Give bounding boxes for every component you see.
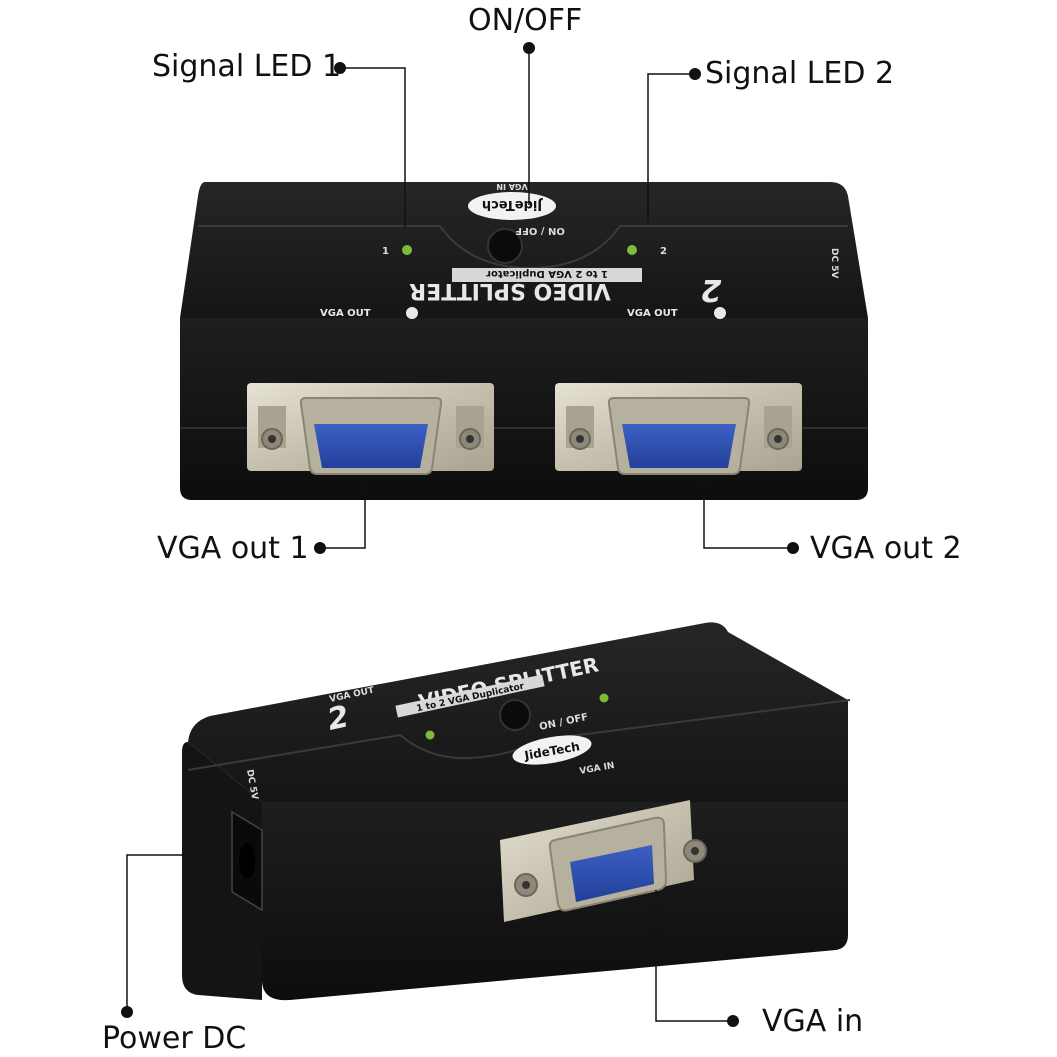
subtitle-band [452, 268, 642, 282]
subtitle-band-angled [395, 674, 545, 718]
led-1-print: 1 [382, 246, 389, 257]
vga-in-label: VGA in [762, 1004, 864, 1039]
signal-led-2-angled [425, 730, 435, 740]
port-count-print: 2 [701, 272, 722, 307]
power-dc-label: Power DC [102, 1021, 247, 1056]
signal-led-2 [627, 245, 637, 255]
power-dc-jack[interactable] [231, 810, 263, 912]
leader-lines [126, 48, 791, 1022]
brand-logo-text: JideTech [482, 197, 543, 212]
subtitle-print: 1 to 2 VGA Duplicator [486, 268, 608, 279]
signal-led-2-label: Signal LED 2 [705, 56, 895, 91]
vga-out-1-print: VGA OUT [320, 308, 371, 319]
vga-out-1-port[interactable] [247, 383, 494, 475]
splitter-front-view: JideTech VGA IN ON / OFF 1 2 VIDEO SPLIT… [180, 182, 868, 500]
leader-dots [121, 42, 799, 1027]
power-button-angled[interactable] [499, 699, 531, 731]
vga-in-port[interactable] [500, 800, 707, 922]
signal-led-1-angled [599, 693, 609, 703]
vga-out-2-label: VGA out 2 [810, 531, 962, 566]
vga-out-2-print: VGA OUT [627, 308, 678, 319]
dc-print-top: DC 5V [829, 248, 839, 278]
bottom-device-side-face [182, 742, 262, 1000]
power-button[interactable] [487, 228, 523, 264]
vga-out-2-port[interactable] [555, 383, 802, 475]
on-off-print-top: ON / OFF [515, 225, 565, 236]
top-device-top-face [180, 182, 868, 318]
video-splitter-print: VIDEO SPLITTER [409, 278, 611, 303]
vga-in-print-top: VGA IN [496, 182, 527, 191]
vga-out-2-number-dot [714, 307, 726, 319]
brand-logo [468, 192, 556, 220]
brand-logo-angled [512, 735, 592, 765]
vga-out-1-number-dot [406, 307, 418, 319]
signal-led-1 [402, 245, 412, 255]
signal-led-1-label: Signal LED 1 [152, 49, 342, 84]
splitter-angled-view: DC 5V VIDEO SPLITTER 2 1 to 2 VGA Duplic… [182, 622, 851, 1001]
vga-out-1-label: VGA out 1 [157, 531, 309, 566]
led-2-print: 2 [660, 246, 667, 257]
on-off-label: ON/OFF [468, 3, 583, 38]
